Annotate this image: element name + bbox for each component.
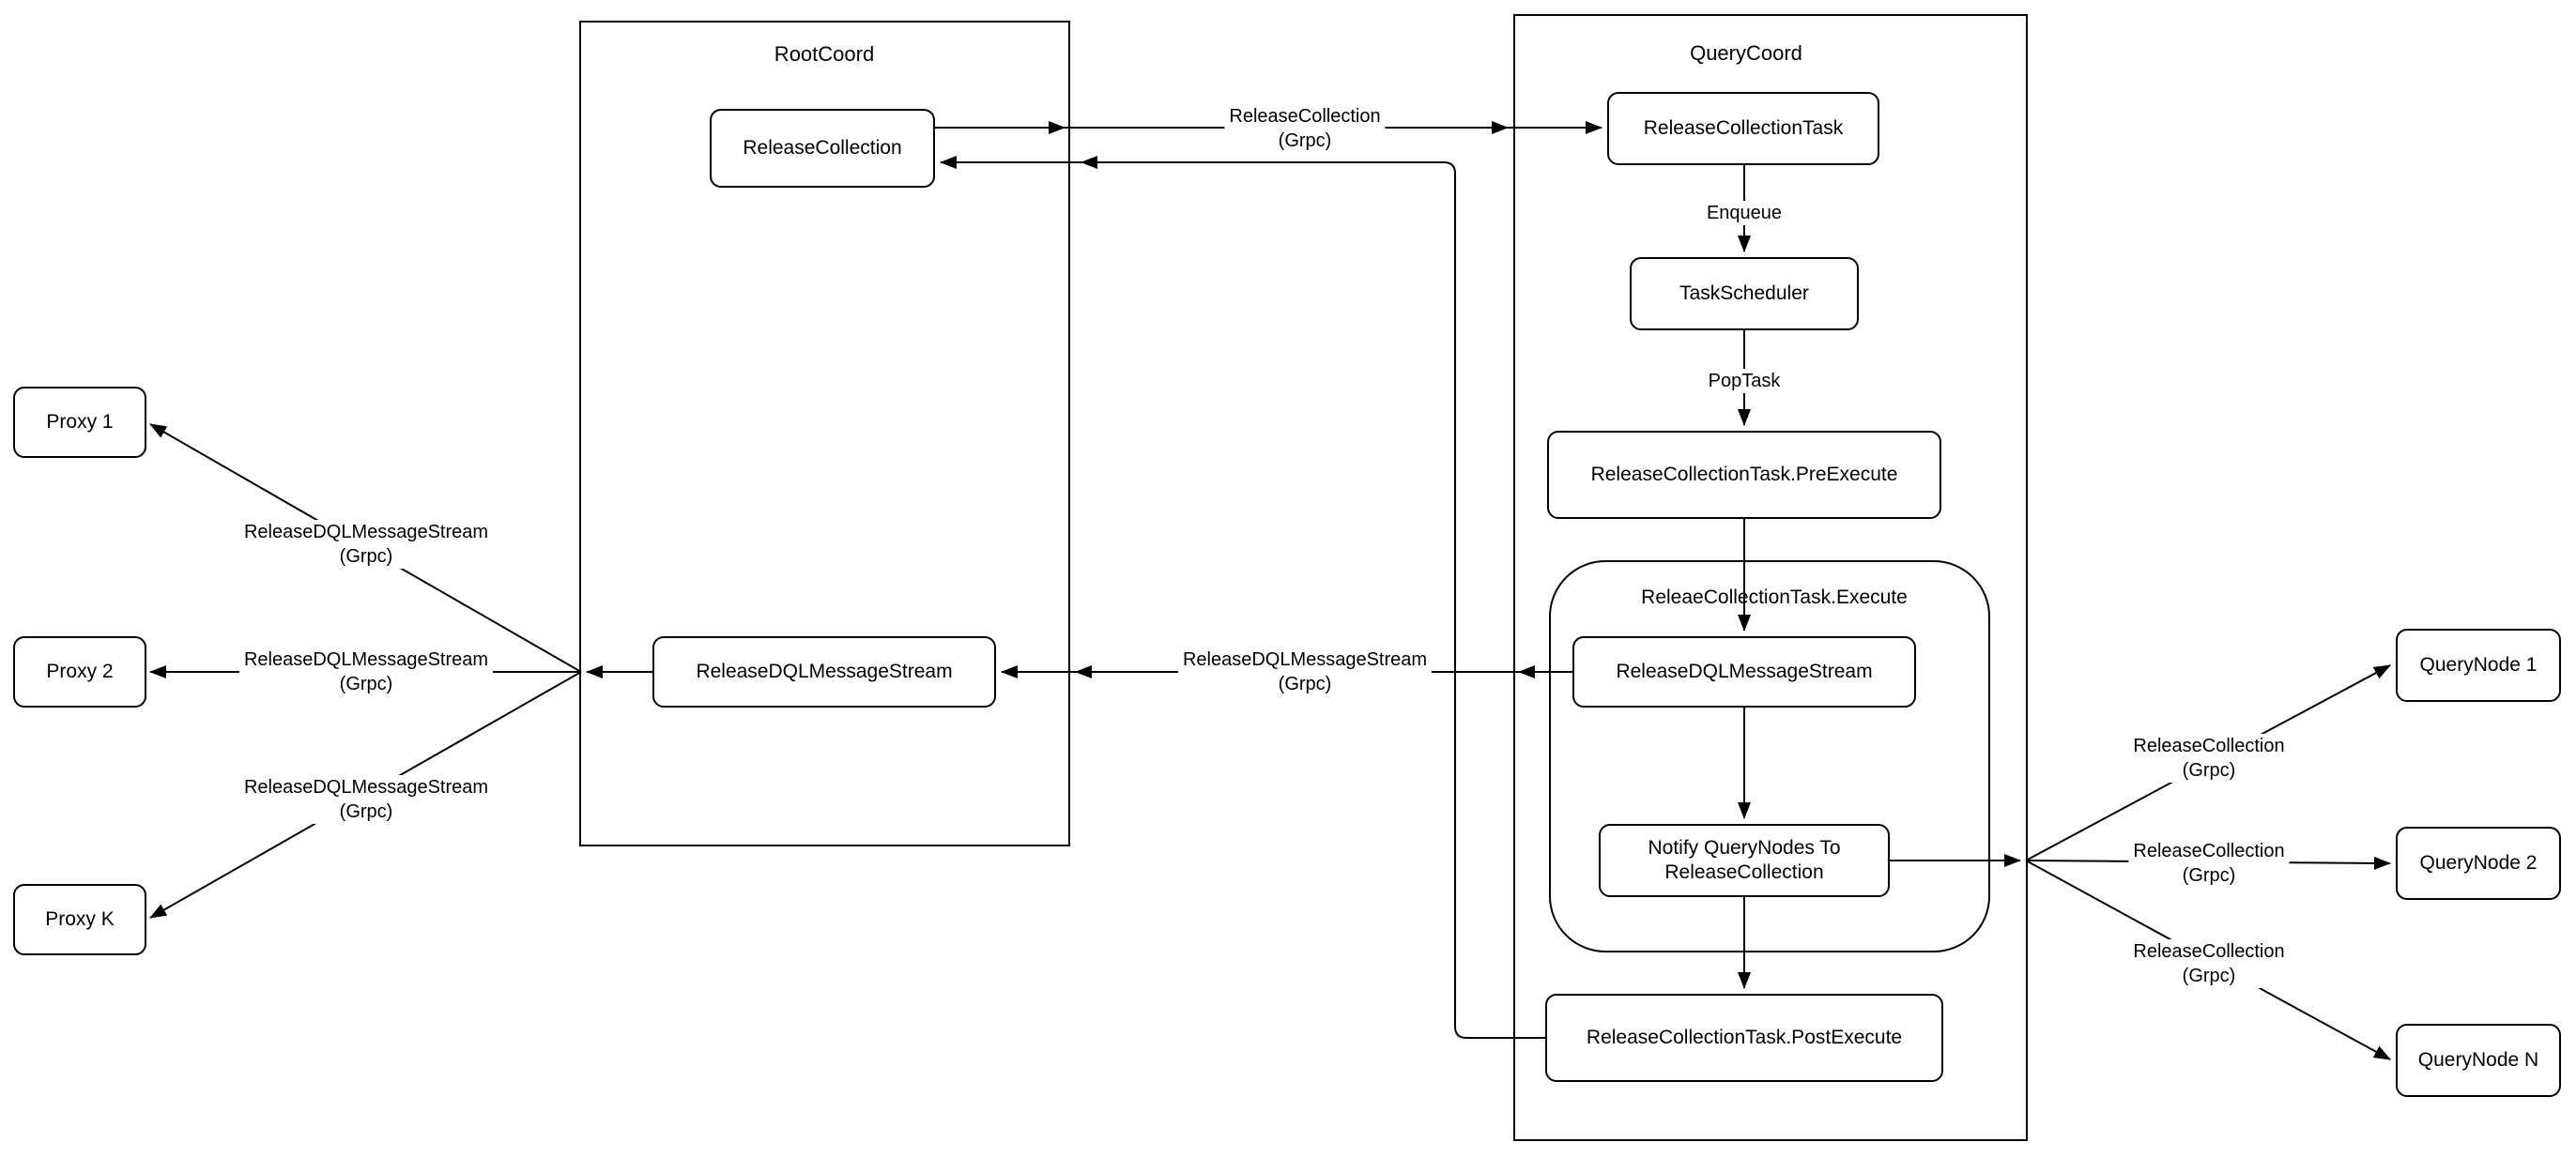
execute-group-container bbox=[1549, 560, 1990, 952]
edge-label-releasecollection-grpc: ReleaseCollection (Grpc) bbox=[1224, 104, 1386, 153]
node-release-collection: ReleaseCollection bbox=[710, 109, 935, 188]
node-query-node-n: QueryNode N bbox=[2396, 1024, 2561, 1097]
querycoord-container bbox=[1513, 14, 2028, 1141]
edge-label-dql-grpc-proxy1: ReleaseDQLMessageStream (Grpc) bbox=[238, 520, 494, 569]
node-proxy-k: Proxy K bbox=[13, 884, 146, 955]
edge-label-dql-grpc-proxyk: ReleaseDQLMessageStream (Grpc) bbox=[238, 775, 494, 824]
node-post-execute: ReleaseCollectionTask.PostExecute bbox=[1545, 994, 1943, 1082]
node-release-collection-task: ReleaseCollectionTask bbox=[1607, 92, 1879, 165]
node-proxy-2: Proxy 2 bbox=[13, 636, 146, 708]
node-dql-stream-querycoord: ReleaseDQLMessageStream bbox=[1572, 636, 1916, 708]
node-query-node-2: QueryNode 2 bbox=[2396, 827, 2561, 900]
node-query-node-1: QueryNode 1 bbox=[2396, 629, 2561, 702]
node-pre-execute: ReleaseCollectionTask.PreExecute bbox=[1547, 431, 1941, 519]
rootcoord-container bbox=[579, 21, 1070, 846]
edge-label-poptask: PopTask bbox=[1703, 369, 1786, 393]
rootcoord-title: RootCoord bbox=[774, 42, 875, 66]
node-dql-stream-rootcoord: ReleaseDQLMessageStream bbox=[652, 636, 996, 708]
edge-label-rc-grpc-qn2: ReleaseCollection (Grpc) bbox=[2128, 839, 2290, 888]
edge-label-rc-grpc-qnn: ReleaseCollection (Grpc) bbox=[2128, 939, 2290, 988]
edge-label-enqueue: Enqueue bbox=[1701, 201, 1787, 225]
edge-label-dql-grpc-proxy2: ReleaseDQLMessageStream (Grpc) bbox=[238, 647, 494, 696]
edge-postexecute-return bbox=[1081, 156, 1545, 1039]
node-notify-querynodes: Notify QueryNodes To ReleaseCollection bbox=[1599, 824, 1890, 897]
execute-group-title: ReleaeCollectionTask.Execute bbox=[1641, 586, 1908, 608]
node-proxy-1: Proxy 1 bbox=[13, 387, 146, 458]
edge-label-dql-grpc-mid: ReleaseDQLMessageStream (Grpc) bbox=[1177, 647, 1433, 696]
querycoord-title: QueryCoord bbox=[1690, 41, 1802, 65]
node-task-scheduler: TaskScheduler bbox=[1630, 257, 1859, 330]
edge-label-rc-grpc-qn1: ReleaseCollection (Grpc) bbox=[2128, 734, 2290, 783]
